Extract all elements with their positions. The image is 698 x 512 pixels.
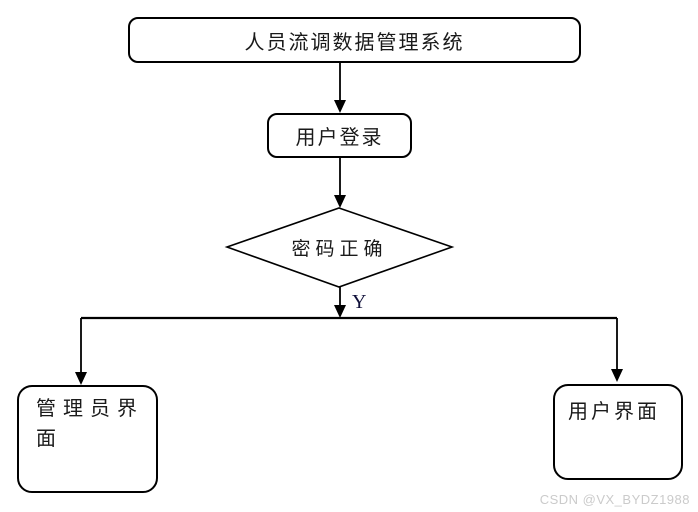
flow-node-user-login: 用户登录: [267, 113, 412, 158]
flow-node-user-interface: 用户界面: [553, 384, 683, 480]
arrowhead-down-icon: [611, 369, 623, 382]
watermark-text: CSDN @VX_BYDZ1988: [539, 492, 690, 507]
flow-node-password-decision-label: 密码正确: [291, 239, 388, 260]
flow-node-admin-interface: 管 理 员 界 面: [17, 385, 158, 493]
admin-interface-label-line2: 面: [36, 428, 57, 450]
arrowhead-down-icon: [334, 195, 346, 208]
arrowhead-down-icon: [334, 100, 346, 113]
arrowhead-down-icon: [334, 305, 346, 318]
arrowhead-down-icon: [75, 372, 87, 385]
flow-node-system-title: 人员流调数据管理系统: [128, 17, 581, 63]
branch-yes-label: Y: [352, 291, 367, 313]
admin-interface-label-line1: 管 理 员 界: [36, 398, 138, 420]
